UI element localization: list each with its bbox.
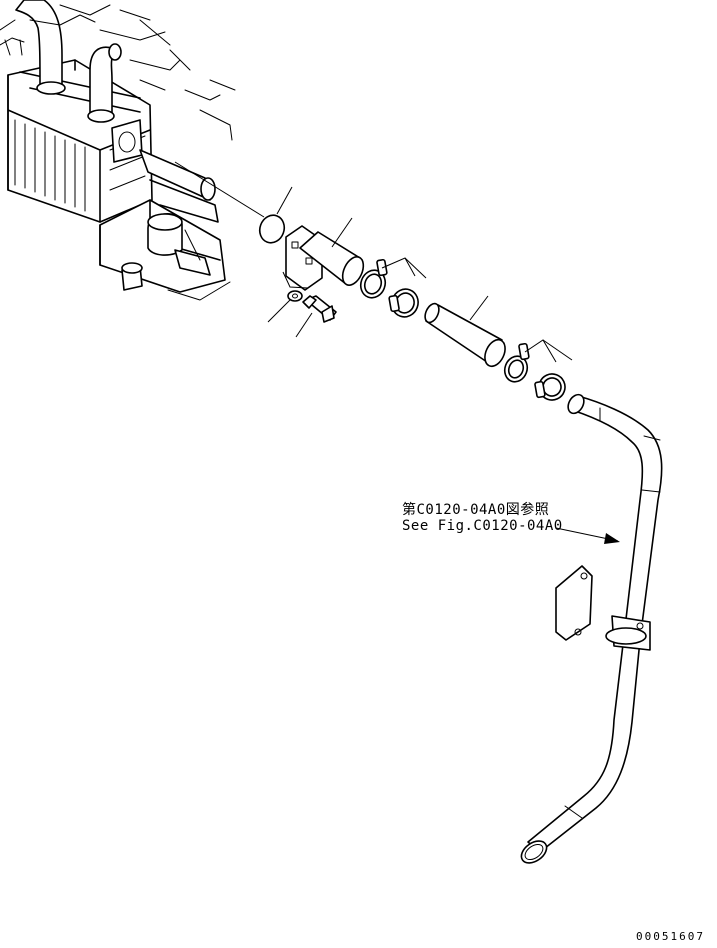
drawing-number: 00051607 bbox=[636, 930, 705, 943]
hose-clamp-pair-2 bbox=[503, 339, 573, 401]
gasket-part bbox=[258, 186, 293, 244]
bolt-part bbox=[295, 295, 337, 338]
engine-muffler-assembly bbox=[0, 0, 265, 301]
hose-clamp-pair-1 bbox=[359, 257, 427, 318]
reference-note-english: See Fig.C0120-04A0 bbox=[402, 518, 563, 534]
reference-note-japanese: 第C0120-04A0図参照 bbox=[402, 502, 550, 518]
flange-pipe-part bbox=[282, 217, 365, 291]
tail-pipe-part bbox=[520, 393, 663, 864]
washer-part bbox=[267, 290, 303, 323]
connecting-hose-part bbox=[424, 295, 506, 368]
